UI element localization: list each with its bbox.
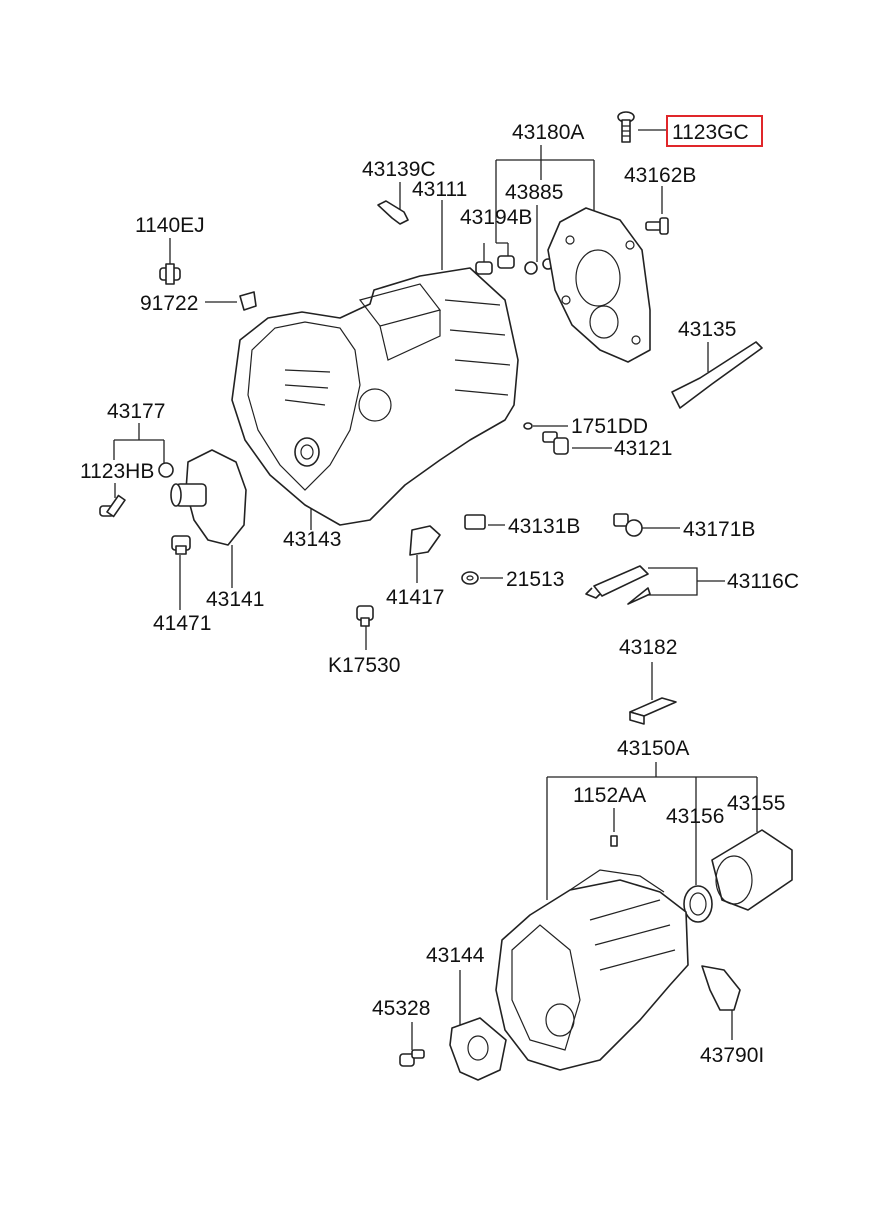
bolt-1123hb (99, 494, 126, 518)
bolt-1140ej (159, 263, 181, 285)
label-21513[interactable]: 21513 (506, 568, 564, 591)
label-43194b[interactable]: 43194B (460, 206, 532, 229)
plug-43121 (523, 422, 569, 455)
clip-91722 (239, 291, 257, 311)
bolt-43162b (645, 217, 669, 235)
label-43156[interactable]: 43156 (666, 805, 724, 828)
label-43116c[interactable]: 43116C (727, 570, 799, 593)
label-k17530[interactable]: K17530 (328, 654, 400, 677)
label-1123gc[interactable]: 1123GC (672, 121, 749, 144)
label-43180a[interactable]: 43180A (512, 121, 584, 144)
sensor-43131b (464, 514, 486, 530)
front-cover-43141 (158, 449, 247, 546)
label-43150a[interactable]: 43150A (617, 737, 689, 760)
label-1140ej[interactable]: 1140EJ (135, 214, 205, 237)
dowel-pins-43194b (475, 255, 554, 275)
plug-43171b (613, 513, 643, 537)
label-41471[interactable]: 41471 (153, 612, 211, 635)
label-43790i[interactable]: 43790I (700, 1044, 764, 1067)
bolt-k17530 (356, 605, 374, 627)
label-43155[interactable]: 43155 (727, 792, 785, 815)
seal-43156 (683, 885, 713, 923)
gasket-21513 (461, 571, 479, 585)
mount-41417 (409, 525, 441, 556)
label-43171b[interactable]: 43171B (683, 518, 755, 541)
label-1751dd[interactable]: 1751DD (571, 415, 648, 438)
guide-strip-43135 (671, 341, 763, 409)
label-43131b[interactable]: 43131B (508, 515, 580, 538)
label-43162b[interactable]: 43162B (624, 164, 696, 187)
bracket-43139c (377, 200, 409, 225)
label-91722[interactable]: 91722 (140, 292, 198, 315)
label-45328[interactable]: 45328 (372, 997, 430, 1020)
transmission-case-43111 (231, 267, 519, 526)
bracket-43790i (701, 965, 741, 1011)
label-41417[interactable]: 41417 (386, 586, 444, 609)
label-43139c[interactable]: 43139C (362, 158, 436, 181)
sealant-tube-43116c (585, 565, 651, 605)
label-1123hb[interactable]: 1123HB (80, 460, 154, 483)
label-43182[interactable]: 43182 (619, 636, 677, 659)
label-43141[interactable]: 43141 (206, 588, 264, 611)
plate-43144 (449, 1017, 507, 1081)
label-43144[interactable]: 43144 (426, 944, 485, 967)
block-43182 (629, 697, 677, 725)
label-43121[interactable]: 43121 (614, 437, 672, 460)
adapter-plate-43180a (547, 207, 651, 363)
leader-lines (113, 129, 758, 1050)
label-43177[interactable]: 43177 (107, 400, 165, 423)
label-43111[interactable]: 43111 (412, 178, 467, 201)
highlight-box-1123gc (666, 115, 763, 147)
label-43135[interactable]: 43135 (678, 318, 736, 341)
pin-1152aa (610, 835, 618, 847)
parts (99, 111, 793, 1081)
cover-43155 (711, 829, 793, 911)
bolt-41471 (171, 535, 191, 555)
label-1152aa[interactable]: 1152AA (573, 784, 646, 807)
bolt-1123gc (617, 111, 635, 143)
bolt-45328 (399, 1049, 425, 1067)
part-labels: 1123GC 43180A 43139C 43111 43885 43162B … (80, 121, 799, 1067)
label-43885[interactable]: 43885 (505, 181, 563, 204)
label-43143[interactable]: 43143 (283, 528, 341, 551)
extension-housing-43150a (495, 869, 689, 1071)
